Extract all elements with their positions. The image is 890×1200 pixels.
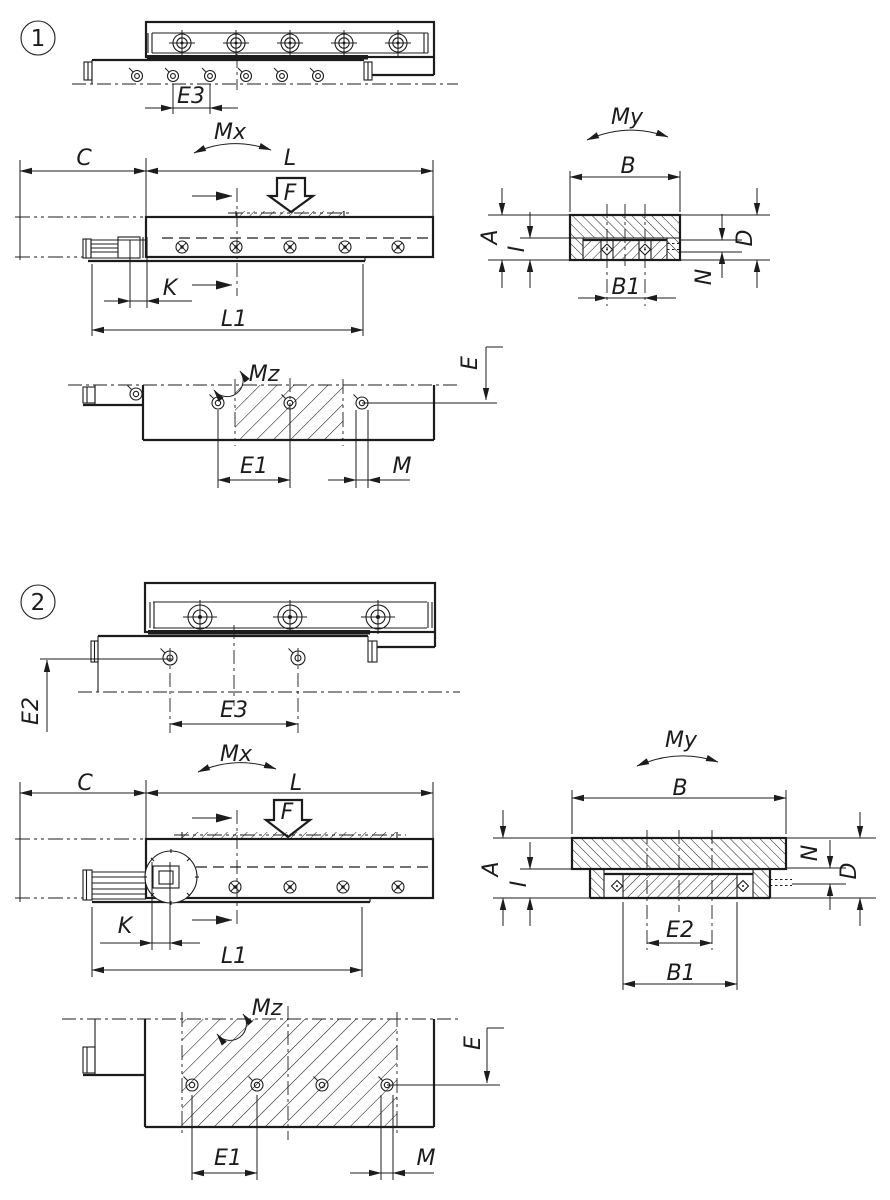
fig2-dim-l1 xyxy=(91,907,363,977)
fig2-label-b: B xyxy=(672,776,687,801)
fig2-label-e3: E3 xyxy=(220,698,248,723)
fig1-label-i: I xyxy=(505,246,530,253)
fig2-label-e: E xyxy=(461,1036,486,1050)
fig1-dim-k xyxy=(104,240,192,308)
fig1-label-e1: E1 xyxy=(240,454,268,479)
fig2-label-i: I xyxy=(507,881,532,888)
knurl-ticks xyxy=(143,849,199,905)
fig1-label-d: D xyxy=(733,230,758,247)
fig2-label-e2-side: E2 xyxy=(666,918,694,943)
fig1-mx-moment-arrow xyxy=(193,143,272,154)
fig1-label-b1: B1 xyxy=(611,275,640,300)
fig2-dim-e2-plan xyxy=(40,658,172,732)
fig2-label-e2-plan: E2 xyxy=(19,697,44,725)
fig2-label-k: K xyxy=(118,914,134,939)
fig1-label-mx: Mx xyxy=(214,120,247,145)
figure-1 xyxy=(15,20,770,488)
fig2-label-mx: Mx xyxy=(220,742,253,767)
fig2-label-a: A xyxy=(479,861,504,878)
fig1-label-k: K xyxy=(163,276,179,301)
figure-1-badge-number: 1 xyxy=(31,26,46,52)
figure-2 xyxy=(15,581,876,1180)
fig2-mz-moment-arrow xyxy=(216,1013,253,1046)
fig1-label-m: M xyxy=(393,454,412,479)
fig2-label-my: My xyxy=(665,728,698,753)
fig2-label-c: C xyxy=(77,771,93,796)
fig1-mz-moment-arrow xyxy=(213,370,250,402)
fig1-label-c: C xyxy=(76,146,92,171)
figure-2-badge-circle xyxy=(20,584,56,620)
fig2-label-b1: B1 xyxy=(666,961,695,986)
fig1-label-e: E xyxy=(458,356,483,370)
fig2-dim-e1 xyxy=(191,1095,258,1180)
fig1-label-n: N xyxy=(692,269,717,285)
fig1-my-moment-arrow xyxy=(586,129,669,141)
fig2-label-f: F xyxy=(281,800,294,825)
fig1-label-my: My xyxy=(611,105,644,130)
fig2-force-arrow xyxy=(262,798,314,839)
fig2-label-l1: L1 xyxy=(221,944,247,969)
fig2-label-l: L xyxy=(290,771,302,796)
fig2-side-view xyxy=(493,755,876,990)
fig2-my-moment-arrow xyxy=(636,755,719,767)
fig1-label-f: F xyxy=(284,181,297,206)
figure-2-badge-number: 2 xyxy=(31,590,46,616)
fig1-side-view xyxy=(488,129,770,306)
fig1-label-b: B xyxy=(620,154,635,179)
fig1-clamp-screw xyxy=(82,236,148,259)
fig1-dim-e1 xyxy=(217,410,291,488)
fig2-dim-e3 xyxy=(169,648,299,733)
fig1-dim-e3 xyxy=(145,84,238,114)
fig2-dim-e xyxy=(483,1027,504,1084)
fig1-label-l1: L1 xyxy=(221,307,247,332)
fig1-dim-m xyxy=(328,410,410,488)
fig2-mx-moment-arrow xyxy=(197,761,277,773)
fig1-label-mz: Mz xyxy=(249,362,280,387)
fig2-clamp-knob xyxy=(82,849,199,905)
fig1-label-e3: E3 xyxy=(177,84,205,109)
fig2-label-n: N xyxy=(798,845,823,861)
figure-1-badge-circle xyxy=(20,20,56,56)
fig2-label-e1: E1 xyxy=(214,1146,242,1171)
fig1-label-a: A xyxy=(478,229,503,246)
fig1-top-view xyxy=(72,20,458,154)
fig2-dim-k xyxy=(100,862,200,950)
fig2-label-d: D xyxy=(837,863,862,880)
fig1-bottom-view xyxy=(68,346,503,488)
fig1-label-l: L xyxy=(284,146,296,171)
fig1-dim-l1 xyxy=(91,264,364,336)
fig1-force-arrow xyxy=(265,176,317,214)
fig2-label-m: M xyxy=(417,1146,436,1171)
fig1-front-view xyxy=(15,158,435,336)
fig2-label-mz: Mz xyxy=(252,996,283,1021)
fig2-top-view xyxy=(40,581,460,773)
fig2-bottom-view xyxy=(62,1006,504,1180)
fig1-dim-e xyxy=(482,346,503,401)
fig2-front-view xyxy=(15,780,435,977)
fig2-dim-m xyxy=(350,1095,434,1180)
